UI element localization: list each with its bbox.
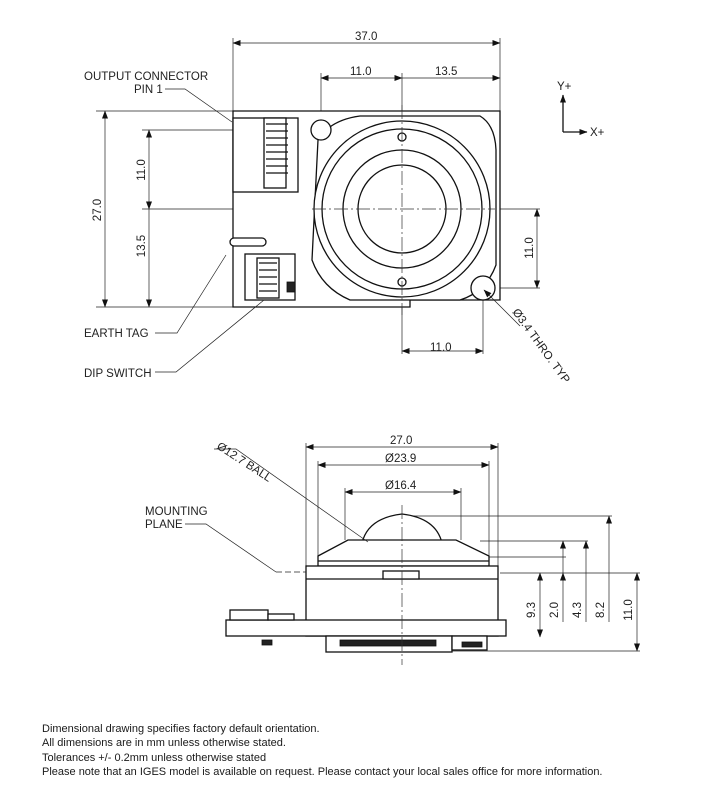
connector-pins: [266, 123, 288, 174]
dim-overall-height: 27.0: [92, 199, 104, 221]
side-view: 27.0 Ø23.9 Ø16.4 9.3 2.0 4.3 8.2 11.0 Ø1…: [145, 435, 640, 665]
dim-side-width: 27.0: [390, 435, 412, 447]
dim-h1: 9.3: [526, 602, 538, 618]
dim-h3: 4.3: [572, 602, 584, 618]
mounting-plane-label-2: PLANE: [145, 519, 183, 531]
dim-h2: 2.0: [549, 602, 561, 618]
axis-y-label: Y+: [557, 81, 572, 93]
note-line: Tolerances +/- 0.2mm unless otherwise st…: [42, 751, 267, 764]
output-connector-pin-label: PIN 1: [134, 84, 163, 96]
notes: Dimensional drawing specifies factory de…: [42, 722, 603, 779]
top-view: Y+ X+ 37.0 11.0 13.5 27.0 11.0 13.5 11.0…: [84, 31, 605, 386]
hole-callout-label: Ø3.4 THRO. TYP: [510, 307, 572, 386]
dim-overall-width: 37.0: [355, 31, 377, 43]
axis-x-label: X+: [590, 127, 605, 139]
dim-center-to-right: 13.5: [435, 66, 457, 78]
ball-label: Ø12.7 BALL: [214, 440, 274, 485]
note-line: Please note that an IGES model is availa…: [42, 765, 603, 778]
earth-tag-label: EARTH TAG: [84, 328, 149, 340]
dim-hole-to-center-h: 11.0: [430, 342, 452, 354]
dim-h4: 8.2: [595, 602, 607, 618]
dim-bezel-dia: Ø23.9: [385, 453, 416, 465]
mounting-plane-label: MOUNTING: [145, 506, 208, 518]
note-line: All dimensions are in mm unless otherwis…: [42, 737, 286, 750]
dim-center-to-bottom: 13.5: [136, 235, 148, 257]
dim-left-to-center: 11.0: [350, 66, 372, 78]
output-connector-label: OUTPUT CONNECTOR: [84, 71, 208, 83]
dip-switch-label: DIP SWITCH: [84, 368, 152, 380]
dim-hole-to-center-v: 11.0: [524, 237, 536, 259]
note-line: Dimensional drawing specifies factory de…: [42, 723, 320, 735]
dim-top-to-center: 11.0: [136, 159, 148, 181]
dim-opening-dia: Ø16.4: [385, 480, 417, 492]
dim-h5: 11.0: [623, 599, 635, 621]
